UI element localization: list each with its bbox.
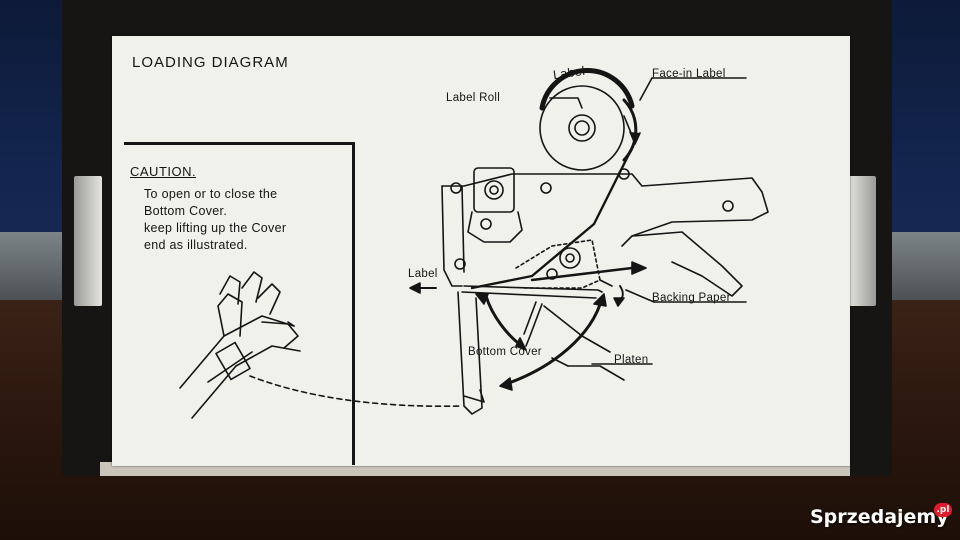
watermark-logo: Sprzedajemy xyxy=(810,506,949,528)
hand-illustration xyxy=(179,271,301,419)
label-roll xyxy=(539,68,638,171)
box-flap-left xyxy=(74,176,102,306)
caution-line: end as illustrated. xyxy=(144,238,248,252)
caution-line: To open or to close the xyxy=(144,187,278,201)
caution-line: Bottom Cover. xyxy=(144,204,228,218)
caution-text: To open or to close the Bottom Cover. ke… xyxy=(144,186,344,254)
leader-dashed xyxy=(249,375,463,408)
platen-text: Platen xyxy=(614,354,649,366)
label-left-text: Label xyxy=(408,268,438,280)
mechanism-illustration xyxy=(179,68,769,419)
caution-frame xyxy=(124,142,355,465)
label-roll-text: Label Roll xyxy=(446,92,501,104)
card-title: LOADING DIAGRAM xyxy=(132,54,289,71)
loading-diagram-card: LOADING DIAGRAM CAUTION. To open or to c… xyxy=(112,36,850,466)
box-flap-right xyxy=(848,176,876,306)
gun-frame xyxy=(441,167,769,299)
face-in-label-text: Face-in Label xyxy=(652,68,726,80)
caution-heading: CAUTION. xyxy=(130,164,197,179)
caution-line: keep lifting up the Cover xyxy=(144,221,287,235)
bottom-cover-text: Bottom Cover xyxy=(468,346,542,358)
watermark-badge: .pl xyxy=(934,503,952,517)
backing-paper-text: Backing Paper xyxy=(652,292,731,304)
